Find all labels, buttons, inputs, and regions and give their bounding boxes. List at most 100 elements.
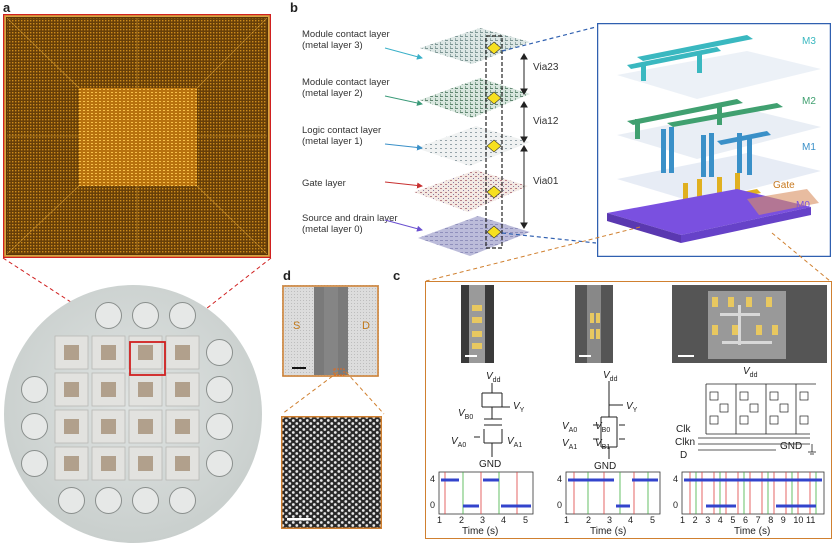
plot1-xtick-4: 4 [501,515,507,525]
wafer-logo-mark [21,450,48,477]
layer-label-metal0: Source and drain layer(metal layer 0) [302,213,398,235]
wafer-die-core [175,419,190,434]
chip-layout-image [3,14,271,258]
wafer-die-core [101,419,116,434]
panel-c-frame [425,281,832,539]
wafer-logo-mark [169,487,196,514]
sem-image-dff [672,285,827,363]
wafer-logo-mark [95,302,122,329]
circuit1-vb0-label: VB0 [458,408,474,421]
plot3-xtick: 8 [768,515,774,525]
waveform-plot-3 [681,471,825,515]
m0-label: M0 [796,200,810,211]
circuit2-vb0-label: VB0 [595,421,611,434]
wafer-logo-mark [206,450,233,477]
tem-channel-image [282,285,379,377]
m1-label: M1 [802,142,816,153]
wafer-logo-mark [206,413,233,440]
waveform-plot-2 [565,471,661,515]
plot3-xtick: 5 [730,515,736,525]
label-arrows [384,47,423,232]
circuit3-gnd-label: GND [780,441,803,452]
plot3-xtick: 1 [680,515,686,525]
wafer-image [4,285,262,543]
wafer-logo-mark [21,413,48,440]
plot2-xtick-1: 1 [564,515,570,525]
schematic-nand [474,383,510,457]
source-label: S [293,320,301,332]
atomic-lattice-image [281,416,382,529]
plot2-xtick-2: 2 [586,515,592,525]
layer-stack-diagram [414,28,530,256]
wafer-die [91,372,126,407]
wafer-logo-mark [21,376,48,403]
panel-label-c: c [393,268,401,283]
metal-stack-3d-model [597,23,831,257]
circuit3-clk-label: Clk [676,424,691,435]
circuit3-clkn-label: Clkn [675,437,696,448]
gate-label: Gate [773,180,795,191]
wafer-logo-mark [206,376,233,403]
wafer-die-core [101,382,116,397]
circuit1-vdd-label: Vdd [486,371,501,384]
sem-image-nand [461,285,494,363]
drain-label: D [362,320,370,332]
plot3-xtick: 7 [755,515,761,525]
wafer-die-core [64,419,79,434]
m3-label: M3 [802,36,816,47]
m2-label: M2 [802,96,816,107]
plot1-ytick-4: 4 [430,474,436,484]
wafer-logo-mark [169,302,196,329]
wafer-die-core [64,456,79,471]
circuit2-gnd-label: GND [594,461,617,472]
wafer-die-core [138,419,153,434]
plot1-xtick-5: 5 [523,515,529,525]
plot1-xlabel: Time (s) [462,526,499,537]
circuit2-vdd-label: Vdd [603,370,618,383]
wafer-die-core [64,382,79,397]
schematic-aoi [593,381,625,459]
via12-label: Via12 [533,116,559,127]
wafer-die-core [64,345,79,360]
plot3-xtick: 4 [717,515,723,525]
wafer-die-core [175,456,190,471]
circuit1-va1-label: VA1 [507,436,523,449]
plot2-ytick-0: 0 [557,500,563,510]
panel-label-b: b [290,0,298,15]
wafer-logo-mark [206,339,233,366]
plot3-xtick: 6 [743,515,749,525]
circuit1-va0-label: VA0 [451,436,467,449]
schematic-dff [698,383,816,455]
wafer-die-core [138,456,153,471]
plot2-xtick-4: 4 [628,515,634,525]
wafer-die-core [138,382,153,397]
wafer-logo-mark [132,302,159,329]
plot3-xtick: 2 [692,515,698,525]
plot3-xtick: 3 [705,515,711,525]
zoom-connector-b [501,26,597,244]
wafer-die-core [175,382,190,397]
circuit1-vy-label: VY [513,401,525,414]
wafer-die-core [175,345,190,360]
circuit2-va1-label: VA1 [562,438,578,451]
plot1-xtick-2: 2 [459,515,465,525]
plot3-xlabel: Time (s) [734,526,771,537]
plot3-xtick: 10 [793,515,804,525]
circuit3-d-label: D [680,450,688,461]
circuit2-vy-label: VY [626,401,638,414]
wafer-die-core [138,345,153,360]
plot3-ytick-0: 0 [673,500,679,510]
zoom-connector-d [281,371,385,415]
wafer-logo-mark [132,487,159,514]
sem-image-aoi [575,285,613,363]
wafer-logo-mark [58,487,85,514]
zoom-connector-c [425,226,831,282]
circuit3-vdd-label: Vdd [743,366,758,379]
plot2-ytick-4: 4 [557,474,563,484]
wafer-logo-mark [95,487,122,514]
plot3-ytick-4: 4 [673,474,679,484]
circuit2-va0-label: VA0 [562,421,578,434]
panel-label-d: d [283,268,291,283]
layer-label-metal1: Logic contact layer(metal layer 1) [302,125,382,147]
